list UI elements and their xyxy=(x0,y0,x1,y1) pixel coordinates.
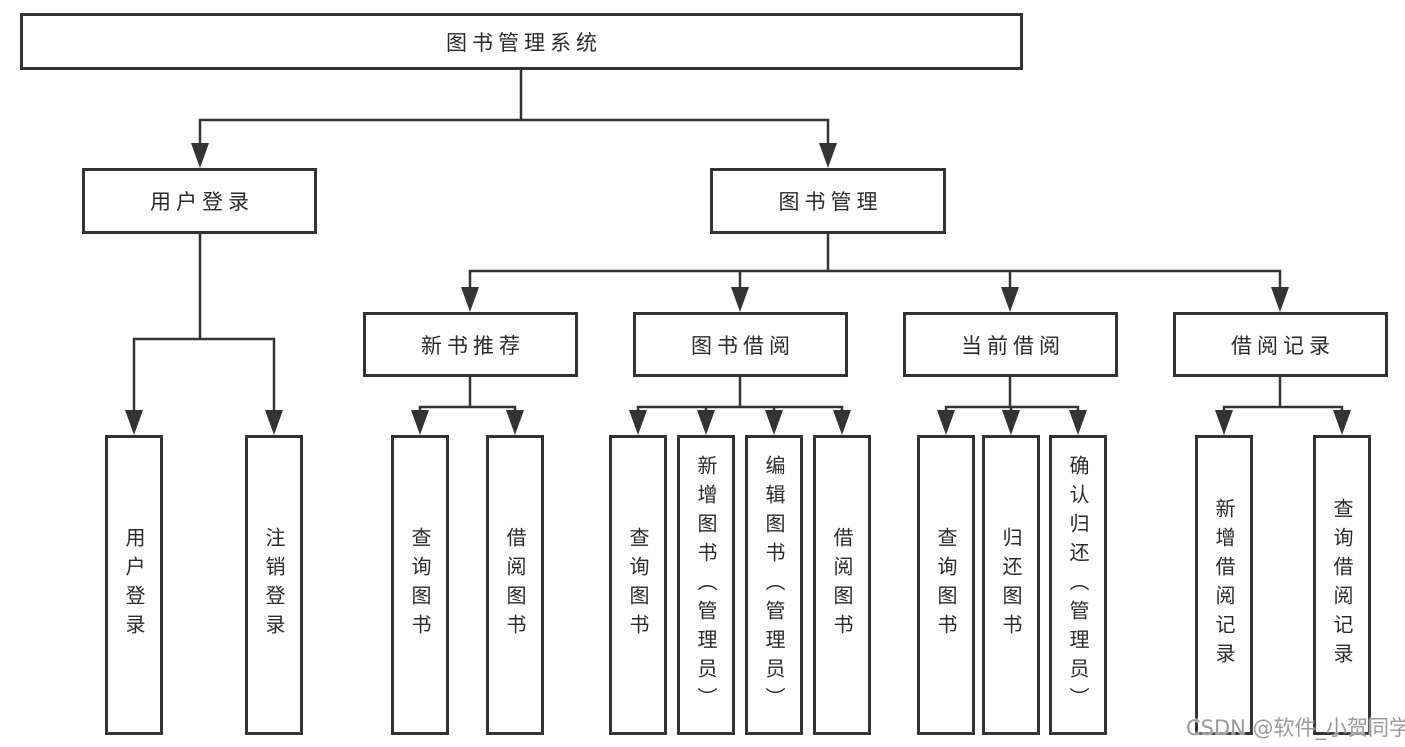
node-leaf-return-book: 归还图书 xyxy=(982,435,1040,735)
node-leaf-logout: 注销登录 xyxy=(245,435,303,735)
node-current-borrowing: 当前借阅 xyxy=(903,312,1118,377)
node-leaf-confirm-return-admin: 确认归还（管理员） xyxy=(1049,435,1107,735)
node-book-borrowing: 图书借阅 xyxy=(633,312,848,377)
node-book-management: 图书管理 xyxy=(710,168,946,234)
node-leaf-user-login: 用户登录 xyxy=(105,435,163,735)
node-new-book-recommend: 新书推荐 xyxy=(363,312,578,377)
node-leaf-query-books-borrowing: 查询图书 xyxy=(609,435,667,735)
node-leaf-add-borrow-record: 新增借阅记录 xyxy=(1195,435,1253,735)
node-root: 图书管理系统 xyxy=(20,13,1023,70)
node-leaf-borrow-books-recommend: 借阅图书 xyxy=(486,435,544,735)
node-leaf-edit-book-admin: 编辑图书（管理员） xyxy=(745,435,803,735)
node-leaf-query-borrow-record: 查询借阅记录 xyxy=(1313,435,1371,735)
watermark-text: CSDN @软件_小贺同学 xyxy=(1186,716,1405,740)
node-leaf-query-books-current: 查询图书 xyxy=(917,435,975,735)
node-leaf-add-book-admin: 新增图书（管理员） xyxy=(677,435,735,735)
node-user-login: 用户登录 xyxy=(82,168,317,234)
node-leaf-borrow-books: 借阅图书 xyxy=(813,435,871,735)
node-borrowing-records: 借阅记录 xyxy=(1173,312,1388,377)
node-leaf-query-books-recommend: 查询图书 xyxy=(391,435,449,735)
